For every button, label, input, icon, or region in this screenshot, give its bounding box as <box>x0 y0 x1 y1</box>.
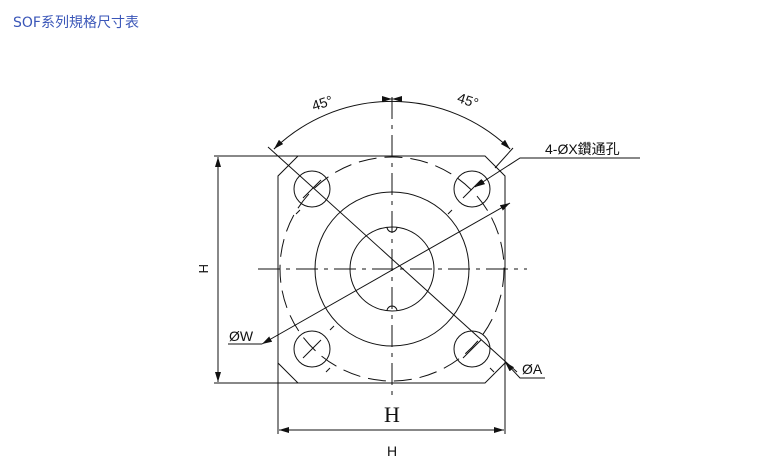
angle-label-left: 45° <box>310 92 335 114</box>
angle-label-right: 45° <box>455 89 480 111</box>
a-diameter-label: ØA <box>522 361 543 377</box>
width-label-small: H <box>387 443 397 459</box>
hole-spec-label: 4-ØX鑽通孔 <box>545 141 620 157</box>
width-label-large: H <box>384 402 400 427</box>
page-title: SOF系列規格尺寸表 <box>13 15 139 31</box>
w-diameter-label: ØW <box>229 328 254 344</box>
height-label-left: H <box>196 264 211 273</box>
